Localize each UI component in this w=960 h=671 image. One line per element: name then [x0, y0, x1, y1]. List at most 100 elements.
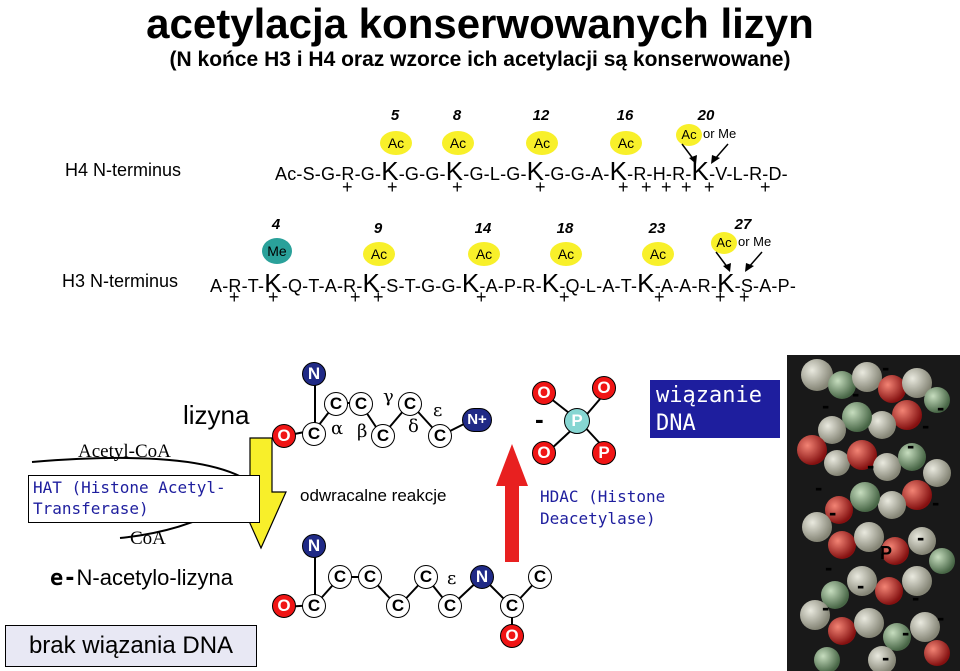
h3-seq-part: -A-A-R-: [654, 276, 718, 296]
h4-lysine-8: K: [445, 156, 464, 186]
h3-plus: +: [350, 287, 361, 307]
h4-ac-marker-12: Ac: [526, 131, 558, 155]
h3-lysine-27: K: [717, 268, 735, 298]
h4-plus: +: [661, 177, 672, 197]
h3-plus: +: [654, 287, 665, 307]
h4-plus: +: [618, 177, 629, 197]
h4-arrows-20: [681, 143, 729, 164]
greek-gamma: γ: [383, 386, 394, 407]
lysine-atom-c: C: [324, 392, 348, 416]
h3-lysine-23: K: [637, 268, 655, 298]
no-binding-label: brak wiązania DNA: [28, 632, 234, 659]
dna-minus: -: [822, 595, 830, 620]
h4-position-12: 12: [532, 107, 550, 124]
h3-ac-marker-9: Ac: [363, 242, 395, 266]
h4-ac-marker-16: Ac: [610, 131, 642, 155]
dna-minus: -: [825, 555, 833, 580]
h3-position-14: 14: [474, 220, 492, 237]
h3-position-9: 9: [373, 220, 383, 237]
h3-seq-part: -S-A-P-: [734, 276, 797, 296]
dna-binding-box: wiązanie DNA: [650, 380, 780, 438]
h4-plus: +: [641, 177, 652, 197]
h4-sequence: Ac-S-G-R-G-K-G-G-K-G-L-G-K-G-G-A-K-R-H-R…: [275, 156, 788, 187]
dna-minus: -: [867, 453, 875, 478]
h3-seq-part: -S-T-G-G-: [380, 276, 462, 296]
h4-seq-part: Ac-S-G-R-G-: [275, 164, 382, 184]
lysine-atom-c: C: [398, 392, 422, 416]
dna-p-label: P: [880, 543, 893, 563]
greek-epsilon: ε: [433, 400, 443, 421]
greek-alpha: α: [331, 418, 344, 439]
h3-plus: +: [715, 287, 726, 307]
h4-plus: +: [452, 177, 463, 197]
h4-ac-marker-20: Ac: [676, 124, 702, 146]
h4-plus: +: [342, 177, 353, 197]
lysine-atom-c: C: [371, 424, 395, 448]
hat-label: HAT (Histone Acetyl-Transferase): [33, 478, 226, 518]
h3-position-4: 4: [271, 216, 281, 233]
dna-minus: -: [937, 395, 945, 420]
h4-seq-part: -V-L-R-D-: [709, 164, 788, 184]
lysine-atom-o: O: [272, 424, 296, 448]
h3-ac-marker-23: Ac: [642, 242, 674, 266]
greek-epsilon-bottom: ε: [447, 568, 457, 589]
lizyna-label: lizyna: [183, 400, 250, 430]
phosphate-atom-o: O: [532, 441, 556, 465]
h3-arrows-27: [715, 251, 763, 272]
h4-plus: +: [535, 177, 546, 197]
h4-plus: +: [704, 177, 715, 197]
product-label: e-N-acetylo-lizyna: [50, 565, 233, 591]
h3-plus: +: [476, 287, 487, 307]
h3-position-23: 23: [648, 220, 666, 237]
dna-minus: -: [902, 620, 910, 645]
phosphate-atom-o: O: [592, 376, 616, 400]
h4-position-20: 20: [697, 107, 715, 124]
hdac-label: HDAC (Histone Deacetylase): [540, 487, 666, 528]
h4-lysine-5: K: [381, 156, 399, 186]
h4-lysine-12: K: [526, 156, 545, 186]
h3-sequence: A-R-T-K-Q-T-A-R-K-S-T-G-G-K-A-P-R-K-Q-L-…: [210, 268, 796, 299]
reverse-arrow-red: [496, 444, 528, 562]
coa-label: CoA: [130, 528, 166, 549]
acetyl-atom-o-carbonyl: O: [500, 624, 524, 648]
h4-seq-part: -G-G-A-: [544, 164, 610, 184]
h3-ac-marker-27: Ac: [711, 232, 737, 254]
dna-minus: -: [815, 475, 823, 500]
acetyl-atom-c: C: [386, 594, 410, 618]
product-name: N-acetylo-lizyna: [76, 565, 234, 590]
acetyl-atom-o: O: [272, 594, 296, 618]
no-binding-box: brak wiązania DNA: [5, 625, 257, 667]
acetyl-atom-c: C: [358, 565, 382, 589]
greek-beta: β: [357, 421, 368, 442]
h3-position-18: 18: [556, 220, 574, 237]
dna-minus: -: [922, 413, 930, 438]
lysine-atom-c: C: [349, 392, 373, 416]
h4-seq-part: -R-H-R-: [627, 164, 692, 184]
dna-minus: -: [912, 585, 920, 610]
dna-helix-graphic: [797, 359, 955, 671]
h3-seq-part: -Q-L-A-T-: [559, 276, 638, 296]
acetyl-atom-c: C: [414, 565, 438, 589]
h4-plus: +: [760, 177, 771, 197]
h3-lysine-4: K: [264, 268, 282, 298]
lysine-atom-n: N: [302, 362, 326, 386]
h4-label: H4 N-terminus: [65, 160, 182, 180]
h4-position-8: 8: [452, 107, 462, 124]
greek-delta: δ: [408, 416, 419, 437]
h3-ac-marker-18: Ac: [550, 242, 582, 266]
dna-minus: -: [917, 525, 925, 550]
acetyl-atom-n: N: [302, 534, 326, 558]
acetyl-atom-c-methyl: C: [528, 565, 552, 589]
lysine-atom-c: C: [428, 424, 452, 448]
h4-position-16: 16: [616, 107, 634, 124]
h3-plus: +: [373, 287, 384, 307]
h4-plus: +: [681, 177, 692, 197]
h3-plus: +: [559, 287, 570, 307]
h4-lysine-20: K: [691, 156, 710, 186]
epsilon-prefix: e-: [50, 566, 77, 591]
reversible-label: odwracalne reakcje: [300, 486, 447, 505]
dna-minus: -: [852, 381, 860, 406]
phosphate-atom-o: P: [592, 441, 616, 465]
h4-seq-part: -G-L-G-: [463, 164, 527, 184]
h4-lysine-16: K: [609, 156, 628, 186]
